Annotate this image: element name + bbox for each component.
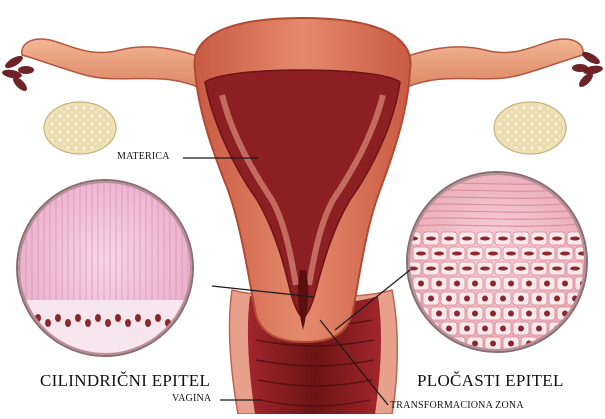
label-squamous-epithelium: PLOČASTI EPITEL — [417, 371, 564, 391]
squamous-epithelium-magnification — [405, 172, 601, 352]
right-ovary — [494, 102, 566, 154]
label-vagina: VAGINA — [172, 393, 211, 404]
label-transformation-zone: TRANSFORMACIONA ZONA — [390, 400, 524, 411]
label-columnar-epithelium: CILINDRIČNI EPITEL — [40, 371, 210, 391]
left-ovary — [44, 102, 116, 154]
label-uterus: MATERICA — [117, 151, 170, 162]
columnar-epithelium-magnification — [15, 178, 195, 360]
left-fimbriae — [1, 54, 34, 94]
